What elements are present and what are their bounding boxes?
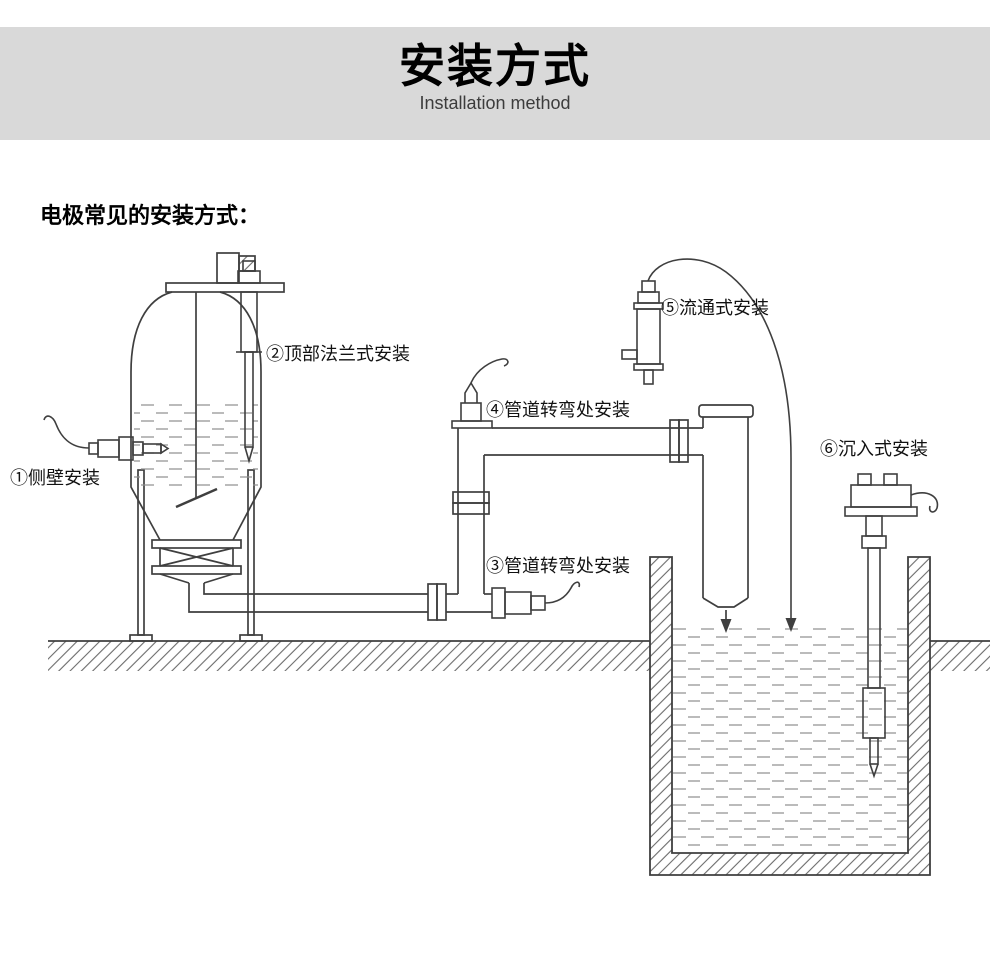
sensor-cable: [647, 258, 792, 618]
label-pipe-bend-4: ④管道转弯处安装: [486, 400, 630, 420]
header-band: 安装方式 Installation method: [0, 27, 990, 140]
sensor-pipe-bend-lower: [491, 581, 581, 619]
sensor-cable: [544, 581, 581, 604]
sensor-top-flange: [236, 260, 262, 464]
tank-leg-right: [247, 469, 255, 636]
label-top-flange: ②顶部法兰式安装: [266, 344, 410, 364]
agitator-paddle: [175, 487, 218, 509]
tank-motor: [216, 252, 240, 284]
pipe-flange: [427, 583, 438, 621]
label-flow-through: ⑤流通式安装: [661, 298, 769, 318]
label-side-wall: ①侧壁安装: [10, 468, 100, 488]
reaction-tank: [129, 252, 285, 642]
pipe-union: [452, 502, 490, 515]
electrode-tip: [244, 446, 254, 464]
sensor-cap: [464, 381, 478, 403]
flow-arrow-cable: [785, 618, 797, 632]
ground-left: [48, 640, 650, 671]
page-title: 安装方式: [399, 40, 591, 92]
valve-cross: [159, 547, 234, 567]
intro-text: 电极常见的安装方式：: [40, 203, 261, 228]
flow-cell-outlet: [643, 369, 654, 385]
pipe-upper: [484, 419, 703, 463]
flow-cell-port: [621, 349, 638, 360]
sensor-flow-through: [621, 258, 792, 618]
pit-water: [673, 628, 907, 851]
electrode-tip: [869, 763, 879, 779]
pit-walls: [649, 556, 931, 876]
pit: [649, 556, 931, 876]
sensor-cable: [470, 358, 509, 384]
sensor-cable: [43, 415, 90, 449]
page-subtitle: Installation method: [419, 92, 571, 113]
agitator: [175, 292, 218, 509]
electrode-tip: [160, 442, 170, 455]
tank-foot-right: [239, 634, 263, 642]
tank-leg-left: [137, 469, 145, 636]
label-pipe-bend-3: ③管道转弯处安装: [486, 556, 630, 576]
ground-right: [930, 640, 990, 671]
tank-body-right: [219, 291, 262, 541]
pipe-lower: [188, 583, 492, 621]
sensor-pipe-bend-upper: [451, 358, 509, 429]
pipe-flange: [436, 583, 447, 621]
tank-motor-cap: [238, 255, 256, 272]
tank-foot-left: [129, 634, 153, 642]
sensor-submersible: [844, 473, 939, 779]
flow-arrow-pipe: [720, 610, 732, 633]
diagram-labels: ①侧壁安装 ②顶部法兰式安装 ③管道转弯处安装 ④管道转弯处安装 ⑤流通式安装 …: [10, 298, 928, 576]
sensor-cable: [910, 492, 939, 513]
valve-flange-bottom: [151, 565, 242, 575]
pipe-riser: [452, 428, 490, 594]
valve-flange-top: [151, 539, 242, 549]
drop-pipe: [698, 404, 754, 608]
label-submersible: ⑥沉入式安装: [820, 439, 928, 459]
tank-body-left: [130, 291, 173, 541]
tank-top-plate: [165, 282, 285, 293]
sensor-side-wall: [43, 415, 170, 461]
pipe-flange: [678, 419, 689, 463]
